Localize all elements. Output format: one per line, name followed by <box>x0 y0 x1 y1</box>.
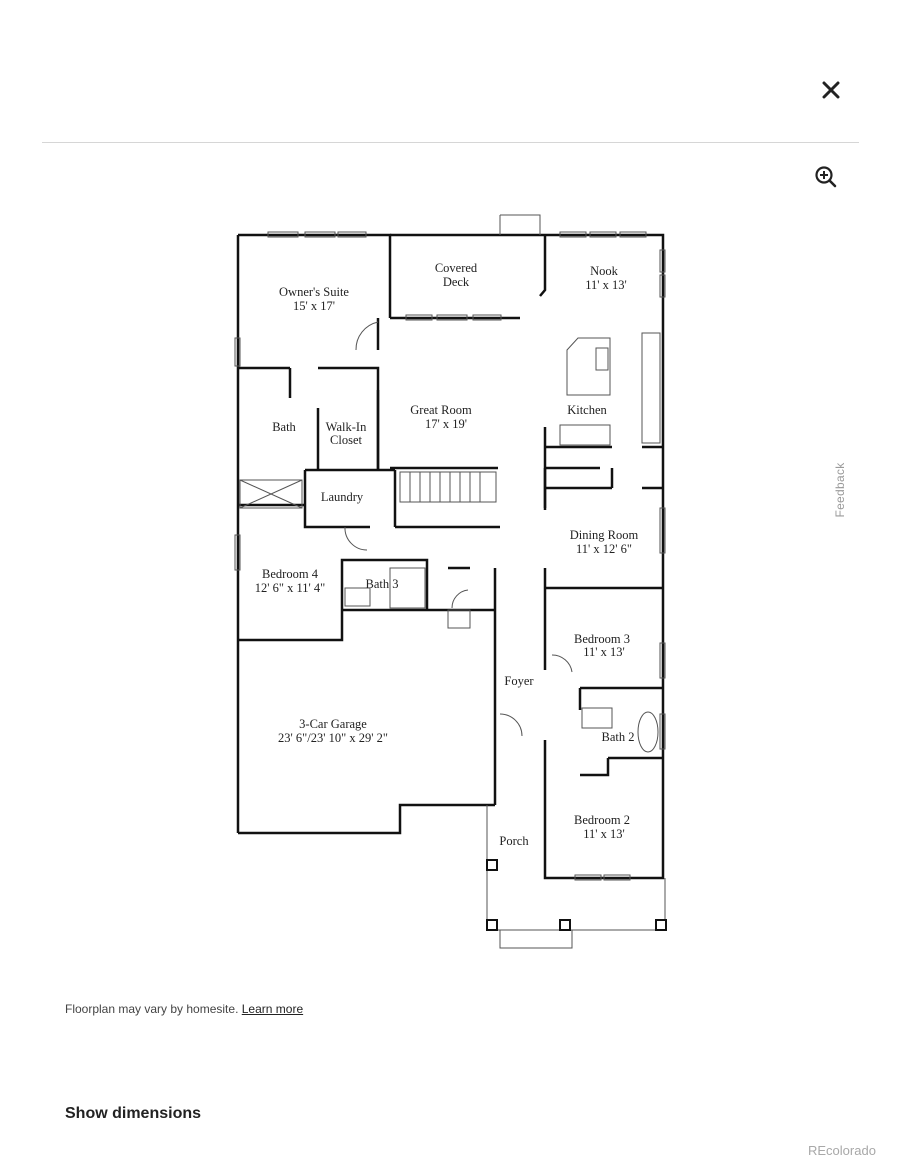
room-label-covered-deck-2: Deck <box>443 275 470 289</box>
room-label-bedroom-3: Bedroom 3 <box>574 632 630 646</box>
feedback-tab[interactable]: Feedback <box>826 455 854 525</box>
close-button[interactable] <box>818 77 844 103</box>
room-size-bedroom-4: 12' 6" x 11' 4" <box>255 581 326 595</box>
room-size-garage: 23' 6"/23' 10" x 29' 2" <box>278 731 388 745</box>
room-size-dining-room: 11' x 12' 6" <box>576 542 632 556</box>
room-label-kitchen: Kitchen <box>567 403 607 417</box>
floorplan-drawing: Owner's Suite 15' x 17' Covered Deck Noo… <box>234 214 667 949</box>
close-icon <box>822 81 840 99</box>
room-label-bedroom-4: Bedroom 4 <box>262 567 319 581</box>
floorplan-disclaimer: Floorplan may vary by homesite. Learn mo… <box>65 1002 303 1016</box>
room-label-bedroom-2: Bedroom 2 <box>574 813 630 827</box>
room-label-foyer: Foyer <box>504 674 534 688</box>
room-size-bedroom-2: 11' x 13' <box>583 827 625 841</box>
room-label-great-room: Great Room <box>410 403 472 417</box>
room-size-bedroom-3: 11' x 13' <box>583 645 625 659</box>
zoom-in-button[interactable] <box>813 164 839 190</box>
disclaimer-text: Floorplan may vary by homesite. <box>65 1002 239 1016</box>
room-label-owners-suite: Owner's Suite <box>279 285 349 299</box>
room-label-bath-3: Bath 3 <box>366 577 399 591</box>
room-label-walk-in: Walk-In <box>326 420 367 434</box>
room-label-closet: Closet <box>330 433 362 447</box>
room-size-owners-suite: 15' x 17' <box>293 299 335 313</box>
room-label-bath-2: Bath 2 <box>602 730 635 744</box>
room-label-nook: Nook <box>590 264 619 278</box>
room-size-nook: 11' x 13' <box>585 278 627 292</box>
feedback-label: Feedback <box>833 462 847 518</box>
zoom-in-icon <box>815 166 837 188</box>
header-divider <box>42 142 859 143</box>
room-size-great-room: 17' x 19' <box>425 417 467 431</box>
learn-more-link[interactable]: Learn more <box>241 1002 304 1016</box>
watermark: REcolorado <box>808 1143 876 1158</box>
room-label-covered-deck: Covered <box>435 261 478 275</box>
room-label-bath: Bath <box>272 420 296 434</box>
room-label-laundry: Laundry <box>321 490 364 504</box>
room-label-garage: 3-Car Garage <box>299 717 367 731</box>
room-label-dining-room: Dining Room <box>570 528 639 542</box>
show-dimensions-button[interactable]: Show dimensions <box>65 1105 202 1122</box>
room-label-porch: Porch <box>499 834 529 848</box>
floorplan-image: Owner's Suite 15' x 17' Covered Deck Noo… <box>234 214 667 949</box>
